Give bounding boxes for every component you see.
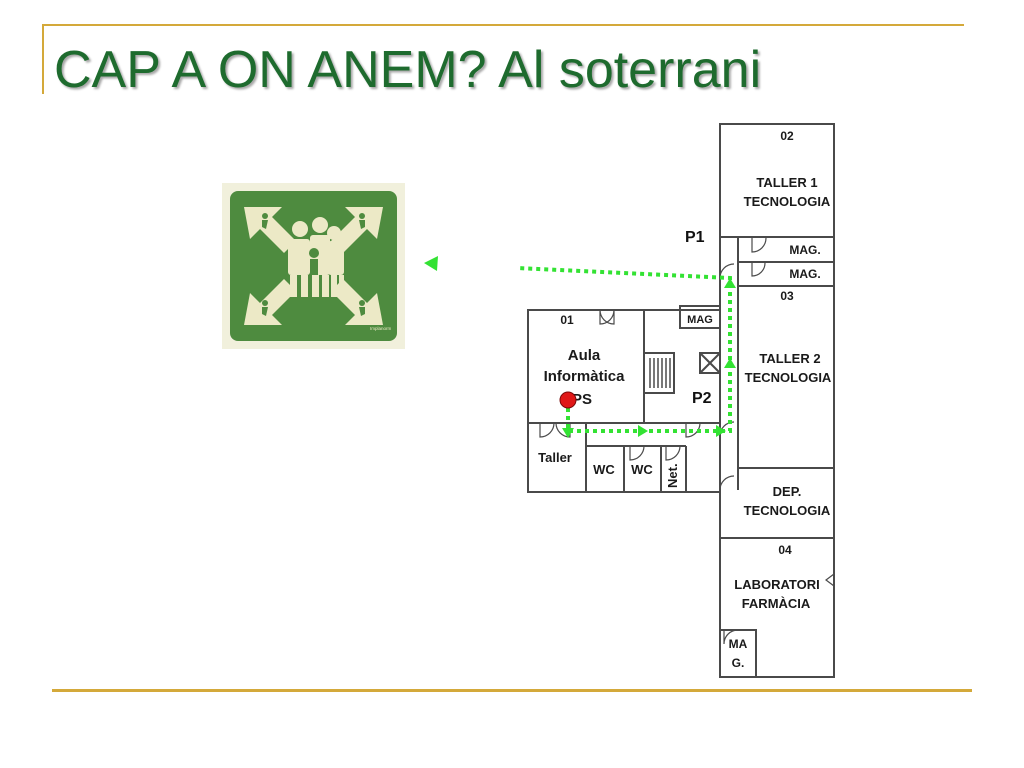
ps-label: PS (572, 391, 592, 408)
net-label: Net. (665, 463, 680, 488)
people-group-icon (288, 217, 344, 297)
arrow-right-icon-1 (638, 425, 648, 437)
mag-2-label: MAG. (789, 267, 820, 281)
plan-partitions (528, 236, 834, 678)
wc-2-label: WC (631, 462, 653, 477)
mag-4-label-b: G. (732, 656, 745, 670)
room-01-number: 01 (560, 313, 574, 327)
dep-label-2: TECNOLOGIA (744, 503, 831, 518)
room-02-name-1: TALLER 1 (756, 175, 817, 190)
room-02-number: 02 (780, 129, 794, 143)
left-rule (42, 24, 44, 94)
room-04-number: 04 (778, 543, 792, 557)
people-detail (309, 248, 319, 275)
point-p1-label: P1 (685, 229, 705, 246)
room-03-name-2: TECNOLOGIA (745, 370, 832, 385)
lab-label-2: FARMÀCIA (742, 596, 811, 611)
sign-maker-text: Implanorm (370, 326, 392, 331)
arrow-down-icon (562, 428, 574, 438)
arrow-right-icon-2 (716, 425, 726, 437)
runner-icons (262, 213, 365, 316)
route-path (520, 266, 732, 433)
arrow-top-right-icon (331, 207, 383, 253)
stair-treads (649, 358, 671, 388)
mag-4-label-a: MA (729, 637, 748, 651)
slide-title: CAP A ON ANEM? Al soterrani (54, 41, 762, 99)
current-location-marker (559, 391, 577, 409)
mag-3-label: MAG (687, 314, 713, 326)
floor-plan: 02 TALLER 1 TECNOLOGIA MAG. MAG. 03 TALL… (520, 123, 835, 678)
arrow-top-left-icon (244, 207, 296, 253)
door-swings (539, 237, 835, 645)
room-01-name-1: Aula (568, 347, 601, 364)
room-02-name-2: TECNOLOGIA (744, 194, 831, 209)
assembly-point-icon: Implanorm (230, 191, 397, 341)
arrow-up-icon-2 (724, 278, 736, 288)
taller-label: Taller (538, 450, 572, 465)
room-03-number: 03 (780, 289, 794, 303)
room-03-name-1: TALLER 2 (759, 351, 820, 366)
lab-label-1: LABORATORI (734, 577, 819, 592)
arrow-up-icon-1 (724, 358, 736, 368)
point-p2-label: P2 (692, 390, 712, 407)
dep-label-1: DEP. (773, 484, 802, 499)
room-labels: 02 TALLER 1 TECNOLOGIA MAG. MAG. 03 TALL… (538, 129, 832, 670)
arrow-bottom-left-icon (244, 279, 296, 325)
wc-1-label: WC (593, 462, 615, 477)
top-rule (42, 24, 964, 26)
bottom-rule (52, 689, 972, 692)
route-arrows (562, 278, 736, 438)
mag-1-label: MAG. (789, 243, 820, 257)
assembly-point-sign: Implanorm (222, 183, 405, 349)
arrow-left-icon (424, 256, 438, 271)
evacuation-route (520, 266, 732, 433)
room-01-name-2: Informàtica (544, 368, 626, 385)
